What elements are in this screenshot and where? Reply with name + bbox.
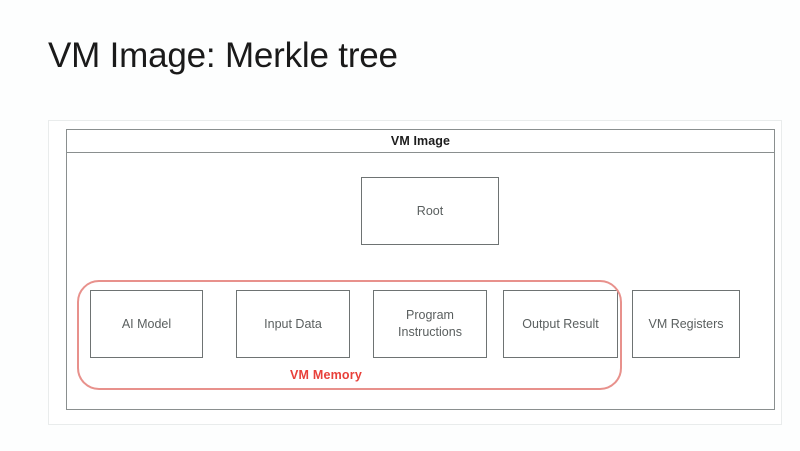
node-root[interactable]: Root [361, 177, 499, 245]
page-title: VM Image: Merkle tree [48, 36, 398, 75]
node-output-result[interactable]: Output Result [503, 290, 618, 358]
node-input-data-label: Input Data [264, 316, 322, 331]
node-ai-model[interactable]: AI Model [90, 290, 203, 358]
node-program-instructions-line2: Instructions [398, 325, 462, 339]
node-program-instructions[interactable]: Program Instructions [373, 290, 487, 358]
node-program-instructions-label: Program Instructions [398, 307, 462, 341]
vm-image-header: VM Image [67, 130, 774, 153]
node-output-result-label: Output Result [522, 316, 599, 331]
vm-image-container: VM Image [66, 129, 775, 410]
node-input-data[interactable]: Input Data [236, 290, 350, 358]
vm-image-header-label: VM Image [390, 134, 451, 148]
node-ai-model-label: AI Model [121, 316, 172, 331]
node-vm-registers[interactable]: VM Registers [632, 290, 740, 358]
node-program-instructions-line1: Program [406, 308, 454, 323]
node-vm-registers-label: VM Registers [648, 316, 724, 331]
node-root-label: Root [416, 203, 444, 218]
vm-memory-highlight-outline [77, 280, 622, 390]
vm-memory-label: VM Memory [290, 368, 362, 382]
